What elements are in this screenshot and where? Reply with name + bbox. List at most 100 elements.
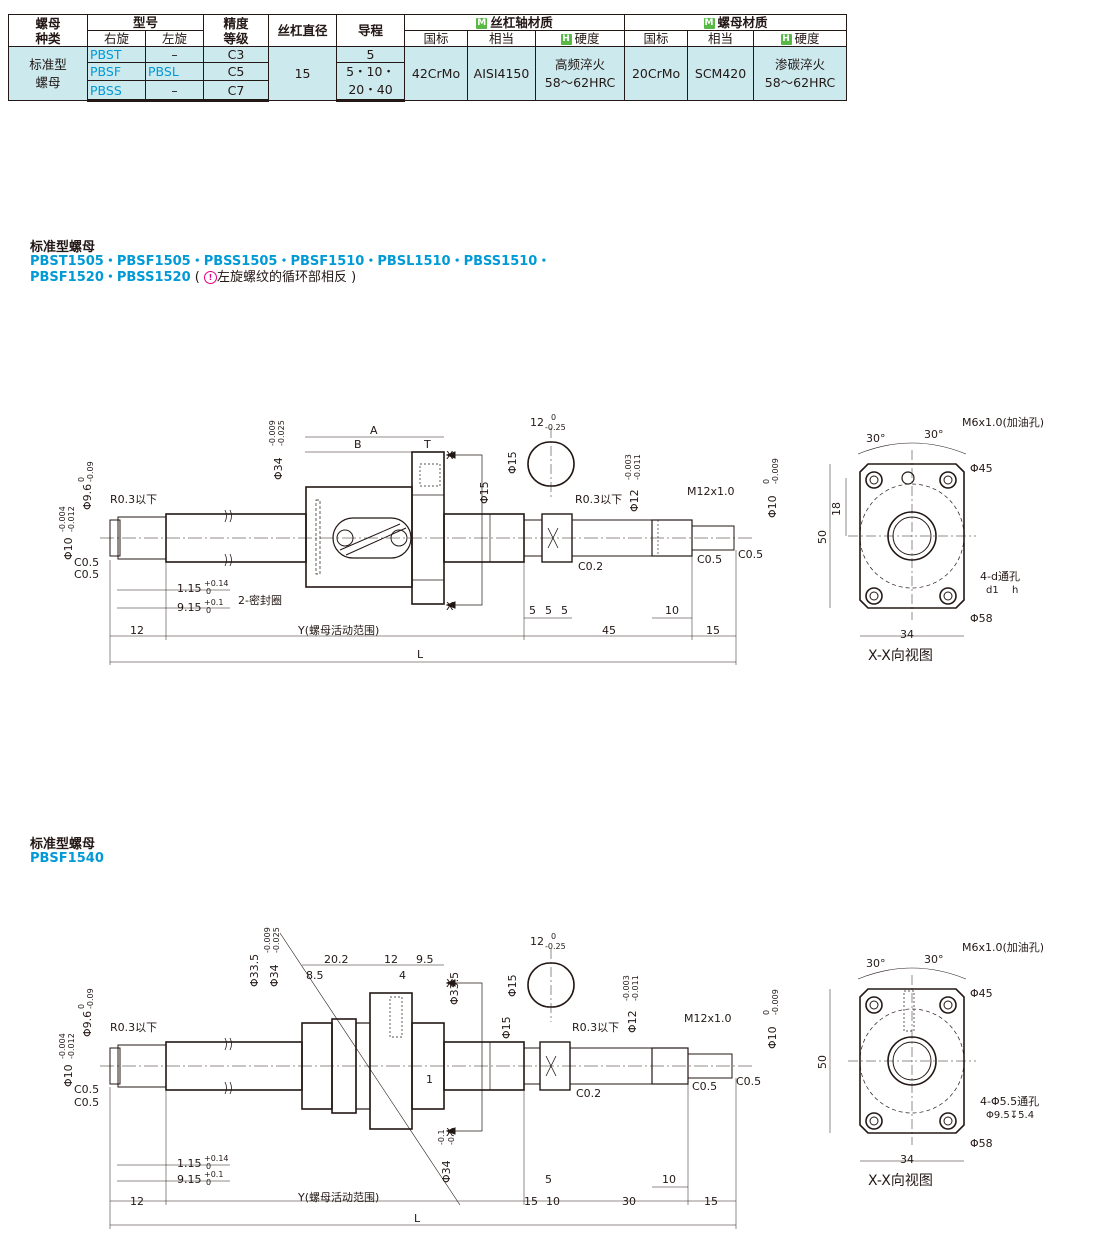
header-nut-type: 螺母 种类 [8,14,88,47]
cell-nut-equiv: SCM420 [687,46,755,101]
angle-30: 30° [924,428,944,441]
note-r03-left: R0.3以下 [110,1021,157,1034]
svg-text:-0.25: -0.25 [545,423,566,432]
dim-12-width: 12 [530,416,544,429]
dim-10: 10 [662,1173,676,1186]
angle-30: 30° [866,957,886,970]
svg-text:0: 0 [206,587,211,596]
svg-text:0: 0 [77,477,86,482]
svg-text:-0.011: -0.011 [633,454,642,480]
svg-text:-0.009: -0.009 [268,420,277,446]
section-mark-x: X [446,977,454,990]
dim-34: 34 [900,628,914,641]
dim-12-nut: 12 [384,953,398,966]
note-r03-left: R0.3以下 [110,493,157,506]
svg-text:-0.004: -0.004 [58,506,67,532]
section1-title: 标准型螺母 [30,240,96,255]
section2-codes: PBSF1540 [30,851,104,866]
svg-text:-0.025: -0.025 [272,927,281,953]
dim-15: 15 [706,624,720,637]
note-m12: M12x1.0 [687,485,735,498]
svg-text:-0.009: -0.009 [771,458,780,484]
dim-T: T [423,438,431,451]
svg-text:+0.1: +0.1 [204,1170,223,1179]
section-mark-x: X [446,449,454,462]
svg-text:-0.012: -0.012 [67,506,76,532]
dim-9-15: 9.15 [177,601,202,614]
note-counterbore: Φ9.5↧5.4 [986,1110,1034,1121]
cell-left-model: – [144,80,205,102]
dim-phi12: Φ12 [626,1010,639,1033]
angle-30: 30° [924,953,944,966]
svg-text:0: 0 [77,1004,86,1009]
dim-8-5: 8.5 [306,969,324,982]
dim-phi58: Φ58 [970,1137,993,1150]
dim-B: B [354,438,362,451]
dim-L: L [414,1212,421,1225]
header-shaft-dia: 丝杠直径 [268,14,338,47]
view-xx-2: M6x1.0(加油孔) 30° 30° Φ45 50 4-Φ5.5通孔 Φ9.5… [816,940,1044,1189]
dim-phi10-right: Φ10 [766,495,779,518]
dim-phi15-shaft: Φ15 [500,1016,513,1039]
header-accuracy: 精度 等级 [203,14,270,47]
dim-phi58: Φ58 [970,612,993,625]
svg-text:0: 0 [762,479,771,484]
drawing-pbsf1540: Φ33.5 Φ34 -0.009 -0.025 20.2 8.5 12 9.5 … [58,927,780,1229]
dim-10: 10 [665,604,679,617]
note-holes: 4-d通孔 [980,570,1020,583]
cell-shaft-equiv: AISI4150 [467,46,537,101]
dim-30: 30 [622,1195,636,1208]
note-seal: 2-密封圈 [238,593,282,607]
dim-1-15: 1.15 [177,582,202,595]
svg-text:-0.012: -0.012 [67,1033,76,1059]
note-oil-hole: M6x1.0(加油孔) [962,415,1044,429]
cell-nut-gb: 20CrMo [624,46,689,101]
cell-shaft-hardness: 高频淬火 58～62HRC [535,46,626,101]
dim-1: 1 [426,1073,433,1086]
svg-text:0: 0 [551,932,556,941]
svg-text:-0.009: -0.009 [771,989,780,1015]
note-c05: C0.5 [74,568,99,581]
header-right-hand: 右旋 [87,30,146,47]
note-m12: M12x1.0 [684,1012,732,1025]
svg-text:-0.011: -0.011 [631,975,640,1001]
dim-phi10-right: Φ10 [766,1026,779,1049]
dim-phi15-section: Φ15 [506,974,519,997]
dim-18: 18 [830,502,843,516]
dim-phi15-section: Φ15 [506,451,519,474]
svg-text:-0.003: -0.003 [622,975,631,1001]
header-nut-gb: 国标 [624,30,689,47]
header-shaft-equiv: 相当 [467,30,537,47]
svg-text:-0.25: -0.25 [545,942,566,951]
note-holes: 4-Φ5.5通孔 [980,1095,1039,1108]
svg-text:-0.025: -0.025 [277,420,286,446]
dim-phi34: Φ34 [272,457,285,480]
note-c05: C0.5 [74,556,99,569]
svg-text:0: 0 [206,1178,211,1187]
cell-shaft-dia: 15 [268,46,338,101]
note-c02: C0.2 [576,1087,601,1100]
cell-lead: 5・10・20・40 [336,62,406,102]
svg-text:-0.003: -0.003 [624,454,633,480]
section1-codes: PBST1505・PBSF1505・PBSS1505・PBSF1510・PBSL… [30,254,551,285]
view-caption: X-X向视图 [868,1173,933,1189]
header-nut-equiv: 相当 [687,30,755,47]
dim-5: 5 [545,604,552,617]
dim-phi33-5: Φ33.5 [448,972,461,1005]
dim-phi12: Φ12 [628,489,641,512]
dim-5: 5 [545,1173,552,1186]
cell-shaft-gb: 42CrMo [404,46,469,101]
dim-12: 12 [130,624,144,637]
cell-right-model: PBSS [87,80,146,102]
dim-50: 50 [816,530,829,544]
note-c05: C0.5 [736,1075,761,1088]
dim-phi34: Φ34 [268,964,281,987]
header-left-hand: 左旋 [144,30,205,47]
hardness-badge-icon: H [780,34,792,45]
warning-icon: ! [203,271,217,284]
dim-phi10-left: Φ10 [62,537,75,560]
cell-grade: C3 [203,46,270,63]
dim-phi34-flange: Φ34 [440,1160,453,1183]
